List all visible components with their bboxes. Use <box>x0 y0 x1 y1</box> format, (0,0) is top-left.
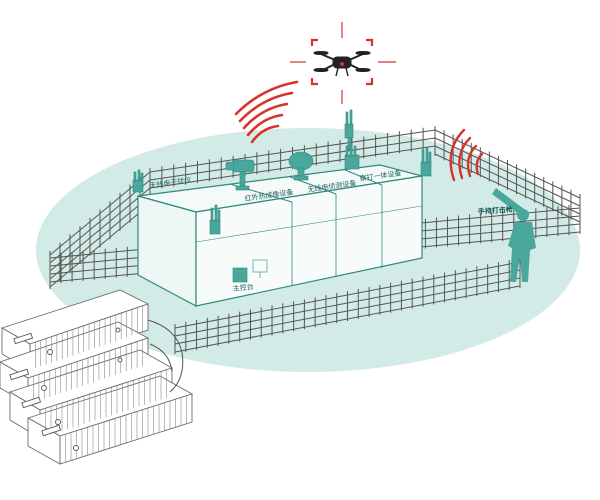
radar-dome-icon <box>288 151 314 181</box>
drone-icon <box>290 22 396 104</box>
facility-building <box>137 164 423 308</box>
label-handheld: 手持打击枪 <box>478 205 514 216</box>
devices <box>132 109 432 283</box>
detect-strike-icon <box>344 142 360 170</box>
handheld-signal-wave-icon <box>449 128 484 182</box>
control-console-icon <box>232 259 268 283</box>
thermal-camera-icon <box>225 159 255 191</box>
signal-wave-icon <box>234 80 299 144</box>
building-side <box>195 175 423 307</box>
jammer-antenna-icon <box>132 169 144 193</box>
right-antenna-icon <box>420 147 432 177</box>
label-control: 主控台 <box>232 282 254 293</box>
jammer-antenna-front-icon <box>209 204 221 235</box>
module-fins <box>33 305 187 463</box>
operator-silhouette-icon <box>492 188 536 282</box>
rf-amplifier-module-icon <box>0 289 194 465</box>
